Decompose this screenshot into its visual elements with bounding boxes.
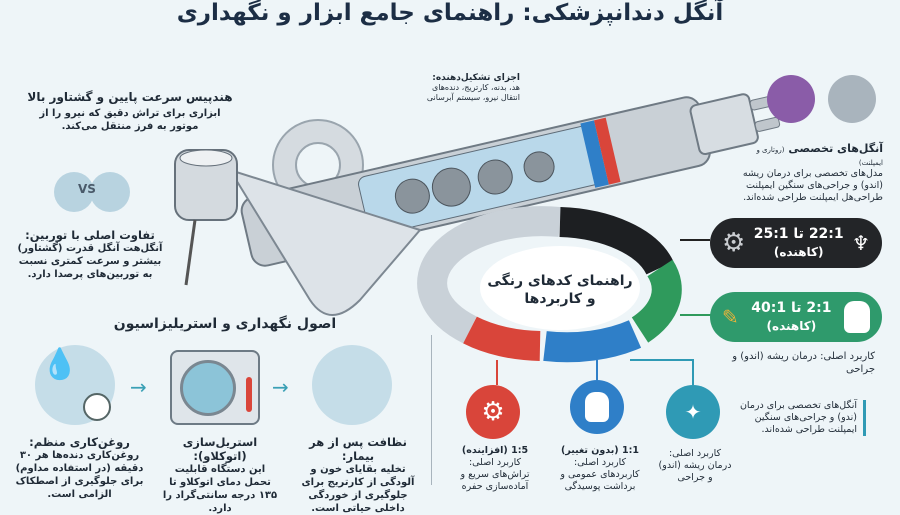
gears-icon: ⚙ [466, 385, 520, 439]
maintenance-title: اصول نگهداری و استریلیزاسیون [113, 316, 337, 332]
implant-angle-icon [828, 75, 876, 123]
code-green-pill: ✎ 2:1 تا 40:1 (کاهنده) [710, 292, 882, 342]
page-title: آنگل دندانپزشکی: راهنمای جامع ابزار و نگ… [176, 0, 724, 26]
ring-segment-blue [543, 320, 642, 363]
vs-comparison: VS [52, 160, 132, 220]
step-heading: نظافت پس از هر بیمار: [309, 435, 407, 463]
green-type: (کاهنده) [766, 319, 817, 333]
components-text: هد، بدنه، کارتریج، دنده‌های انتقال نیرو،… [426, 83, 520, 102]
implant-icon: ♆ [852, 231, 870, 255]
teal-usage-label: کاربرد اصلی: [668, 448, 722, 459]
thermometer-icon [246, 377, 252, 412]
difference-heading: تفاوت اصلی با توربین: [25, 228, 155, 242]
intro-heading: هندپیس سرعت پایین و گشتاور بالا [27, 90, 233, 104]
components-label: اجزای تشکیل‌دهنده: هد، بدنه، کارتریج، دن… [420, 73, 520, 103]
red-code-text: 1:5 (افزاینده) کاربرد اصلی: تراش‌های سری… [445, 445, 545, 493]
difference-text: آنگل‌هت آنگل قدرت (گشتاور) بیشتر و سرعت … [17, 243, 163, 280]
black-type: (کاهنده) [773, 245, 824, 259]
autoclave-icon [170, 350, 260, 425]
step-heading: روغن‌کاری منظم: [29, 435, 130, 449]
black-ratio: 22:1 تا 25:1 [753, 226, 844, 242]
ring-title: راهنمای کدهای رنگی و کاربردها [487, 273, 633, 307]
divider [431, 335, 432, 485]
green-usage: کاربرد اصلی: درمان ریشه (اندو) و جراحی [732, 351, 875, 375]
endo-file-icon: ✎ [722, 305, 739, 329]
step-text: این دستگاه قابلیت تحمل دمای اتوکلاو تا ۱… [162, 464, 278, 514]
red-usage-label: کاربرد اصلی: [468, 457, 522, 468]
oil-drops-icon: 💧 [35, 345, 115, 425]
specialized-heading: آنگل‌های تخصصی [788, 142, 883, 155]
step-text: تخلیه بقایای خون و آلودگی از کارتریج برا… [301, 464, 415, 514]
turbine-icon [54, 172, 94, 212]
specialized-text: مدل‌های تخصصی برای درمان ریشه (اندو) و ج… [742, 168, 883, 203]
gear-icon: ⚙ [722, 228, 746, 258]
contra-angle-icon [90, 172, 130, 212]
ring-segment-black [559, 207, 674, 276]
vs-label: VS [78, 182, 96, 196]
code-black-pill: ⚙ 22:1 تا 25:1 (کاهنده) ♆ [710, 218, 882, 268]
step-autoclave: استریل‌سازی (اتوکلاو): این دستگاه قابلیت… [160, 435, 280, 515]
intro-block: هندپیس سرعت پایین و گشتاور بالا ابزاری ب… [25, 90, 235, 133]
ring-segment-red [463, 316, 541, 361]
red-usage: تراش‌های سریع و آماده‌سازی حفره [460, 469, 530, 492]
components-heading: اجزای تشکیل‌دهنده: [432, 73, 520, 83]
blue-code-text: 1:1 (بدون تغییر) کاربرد اصلی: کاربردهای … [550, 445, 650, 493]
blue-ratio: 1:1 (بدون تغییر) [561, 445, 639, 456]
step-lubrication: روغن‌کاری منظم: روغن‌کاری دنده‌ها هر ۳۰ … [12, 435, 147, 501]
specialized-note: (روتاری و ایمپلنت) [756, 146, 883, 167]
step-text: روغن‌کاری دنده‌ها هر ۳۰ دقیقه (در استفاد… [15, 450, 144, 500]
arrow-icon: → [272, 375, 289, 399]
tooth-icon [843, 301, 870, 333]
difference-block: تفاوت اصلی با توربین: آنگل‌هت آنگل قدرت … [15, 228, 165, 281]
arrow-icon: → [130, 375, 147, 399]
intro-text: ابزاری برای تراش دقیق که نیرو را از موتو… [39, 108, 221, 132]
cleaning-icon [312, 345, 392, 425]
ring-segment-grey [417, 206, 562, 344]
scaler-icon: ✦ [666, 385, 720, 439]
ring-segment-green [631, 259, 682, 343]
blue-usage: کاربردهای عمومی و برداشت پوسیدگی [560, 469, 640, 492]
step-heading: استریل‌سازی (اتوکلاو): [182, 435, 258, 463]
side-note: آنگل‌های تخصصی برای درمان (ندو) و جراحی‌… [738, 400, 866, 436]
green-ratio: 2:1 تا 40:1 [751, 300, 832, 316]
teal-usage: درمان ریشه (اندو) و جراحی [658, 460, 732, 483]
tooth-drill-icon [570, 380, 624, 434]
teal-code-text: کاربرد اصلی: درمان ریشه (اندو) و جراحی [655, 448, 735, 484]
rotary-angle-icon [767, 75, 815, 123]
specialized-block: آنگل‌های تخصصی (روتاری و ایمپلنت) مدل‌ها… [735, 142, 883, 204]
blue-usage-label: کاربرد اصلی: [573, 457, 627, 468]
step-cleaning: نظافت پس از هر بیمار: تخلیه بقایای خون و… [298, 435, 418, 515]
red-ratio: 1:5 (افزاینده) [461, 445, 529, 456]
